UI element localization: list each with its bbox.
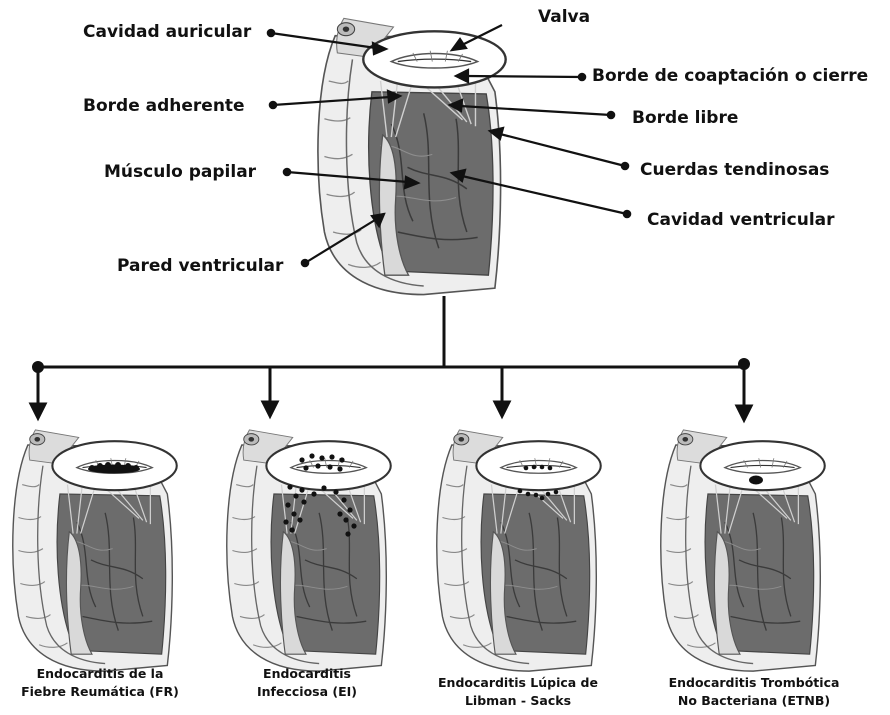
caption-lupus: Endocarditis Lúpica de Libman - Sacks (418, 674, 618, 710)
label-cavidad-ventricular: Cavidad ventricular (647, 210, 835, 230)
label-cuerdas-tendinosas: Cuerdas tendinosas (640, 160, 829, 180)
caption-thrombotic-line2: No Bacteriana (ETNB) (648, 692, 860, 710)
label-musculo-papilar: Músculo papilar (104, 162, 256, 182)
heart-lupus-illustration (437, 430, 601, 671)
label-cavidad-auricular: Cavidad auricular (83, 22, 251, 42)
caption-infective-line1: Endocarditis (222, 665, 392, 683)
branch-connector (31, 296, 751, 420)
main-heart-illustration (318, 18, 506, 294)
caption-thrombotic-line1: Endocarditis Trombótica (648, 674, 860, 692)
caption-rheumatic: Endocarditis de la Fiebre Reumática (FR) (0, 665, 200, 701)
heart-thrombotic-illustration (661, 430, 825, 671)
caption-infective-line2: Infecciosa (EI) (222, 683, 392, 701)
label-borde-coaptacion: Borde de coaptación o cierre (592, 66, 868, 86)
heart-infective-illustration (227, 430, 391, 671)
label-borde-libre: Borde libre (632, 108, 738, 128)
lesion-thrombotic (749, 476, 763, 485)
caption-lupus-line2: Libman - Sacks (418, 692, 618, 710)
caption-rheumatic-line2: Fiebre Reumática (FR) (0, 683, 200, 701)
caption-lupus-line1: Endocarditis Lúpica de (418, 674, 618, 692)
label-borde-adherente: Borde adherente (83, 96, 245, 116)
caption-infective: Endocarditis Infecciosa (EI) (222, 665, 392, 701)
label-pared-ventricular: Pared ventricular (117, 256, 283, 276)
caption-rheumatic-line1: Endocarditis de la (0, 665, 200, 683)
label-valva: Valva (538, 7, 590, 27)
caption-thrombotic: Endocarditis Trombótica No Bacteriana (E… (648, 674, 860, 710)
